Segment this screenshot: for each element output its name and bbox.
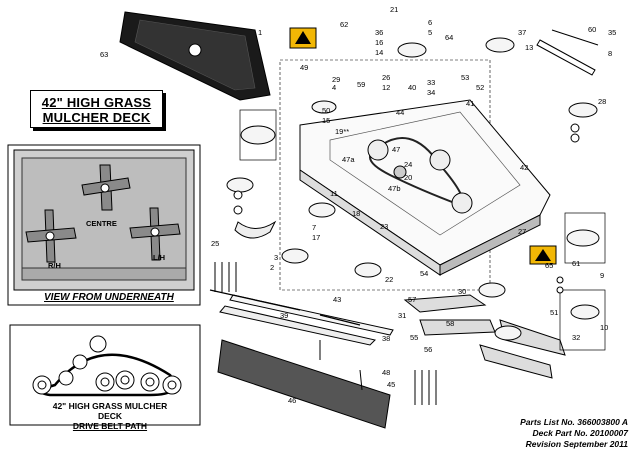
callout: 55: [410, 333, 418, 342]
belt-path-panel: [9, 324, 201, 426]
callout: 9: [600, 271, 604, 280]
callout: 48: [382, 368, 390, 377]
callout: 13: [525, 43, 533, 52]
callout: 61: [572, 259, 580, 268]
callout: 35: [608, 28, 616, 37]
callout: 25: [211, 239, 219, 248]
small-hardware: [233, 29, 599, 391]
belt-caption-line-1: 42" HIGH GRASS MULCHER DECK: [52, 401, 168, 421]
deck-cover: [119, 11, 271, 101]
callout: 1: [258, 28, 262, 37]
blades: [403, 294, 566, 379]
callout: 58: [446, 319, 454, 328]
rh-label: R/H: [48, 261, 61, 270]
deck-body: [299, 99, 551, 276]
pulleys: [226, 37, 600, 341]
callout: 42: [520, 163, 528, 172]
callout: 47b: [388, 184, 401, 193]
callout: 30: [458, 287, 466, 296]
callout: 22: [385, 275, 393, 284]
callout: 36: [375, 28, 383, 37]
callout: 20: [404, 173, 412, 182]
detail-boxes: [239, 109, 606, 351]
callout: 49: [300, 63, 308, 72]
baffle-25: [234, 220, 277, 239]
callout: 65: [545, 261, 553, 270]
callout: 39: [280, 311, 288, 320]
deck-part-number: Deck Part No. 20100007: [532, 428, 628, 438]
warning-label-62: [289, 27, 317, 49]
callout: 26: [382, 73, 390, 82]
callout: 45: [387, 380, 395, 389]
callout: 44: [396, 108, 404, 117]
callout: 57: [408, 295, 416, 304]
callout: 47: [392, 145, 400, 154]
callout: 21: [390, 5, 398, 14]
callout: 8: [608, 49, 612, 58]
callout: 53: [461, 73, 469, 82]
callout: 62: [340, 20, 348, 29]
callout: 63: [100, 50, 108, 59]
callout: 64: [445, 33, 453, 42]
revision-date: Revision September 2011: [525, 439, 628, 449]
title-line-2: MULCHER DECK: [42, 110, 151, 125]
callout: 40: [408, 83, 416, 92]
footer-info: Parts List No. 366003800 A Deck Part No.…: [520, 417, 628, 450]
belt-path-caption: 42" HIGH GRASS MULCHER DECK DRIVE BELT P…: [46, 401, 174, 431]
callout: 52: [476, 83, 484, 92]
callout: 60: [588, 25, 596, 34]
callout: 33: [427, 78, 435, 87]
parts-list-number: Parts List No. 366003800 A: [520, 417, 628, 427]
callout: 12: [382, 83, 390, 92]
callout: 47a: [342, 155, 355, 164]
callout: 32: [572, 333, 580, 342]
callout: 51: [550, 308, 558, 317]
callout: 3: [274, 253, 278, 262]
callout: 5: [428, 28, 432, 37]
stud-stack: [214, 262, 437, 405]
diagram-title: 42" HIGH GRASS MULCHER DECK: [30, 90, 163, 128]
callout: 27: [518, 227, 526, 236]
callout: 46: [288, 396, 296, 405]
title-line-1: 42" HIGH GRASS: [41, 95, 152, 110]
callout: 31: [398, 311, 406, 320]
callout: 10: [600, 323, 608, 332]
callout: 37: [518, 28, 526, 37]
callout: 11: [330, 189, 338, 198]
callout: 17: [312, 233, 320, 242]
callout: 34: [427, 88, 435, 97]
underneath-view-panel: [7, 144, 201, 306]
callout: 19**: [335, 127, 349, 136]
callout: 54: [420, 269, 428, 278]
callout: 50: [322, 106, 330, 115]
belt-caption-line-2: DRIVE BELT PATH: [72, 421, 148, 431]
callout: 2: [270, 263, 274, 272]
underneath-view-caption: VIEW FROM UNDERNEATH: [44, 292, 174, 303]
warning-label-61: [529, 245, 557, 265]
callout: 43: [333, 295, 341, 304]
callout: 41: [466, 99, 474, 108]
callout: 15: [322, 116, 330, 125]
callout: 4: [332, 83, 336, 92]
callout: 18: [352, 209, 360, 218]
lh-label: L/H: [153, 253, 165, 262]
callout: 29: [332, 75, 340, 84]
callout: 24: [404, 160, 412, 169]
rubber-flap-46: [217, 339, 391, 429]
callout: 38: [382, 334, 390, 343]
callout: 23: [380, 222, 388, 231]
callout: 28: [598, 97, 606, 106]
flat-bars: [209, 289, 394, 346]
callout: 59: [357, 80, 365, 89]
callout: 7: [312, 223, 316, 232]
callout-labels: 1 63 62 21 6 5 36 16 14 64 60 35 8 37 13…: [100, 5, 616, 405]
callout: 56: [424, 345, 432, 354]
callout: 6: [428, 18, 432, 27]
callout: 16: [375, 38, 383, 47]
centre-label: CENTRE: [86, 219, 117, 228]
callout: 14: [375, 48, 383, 57]
